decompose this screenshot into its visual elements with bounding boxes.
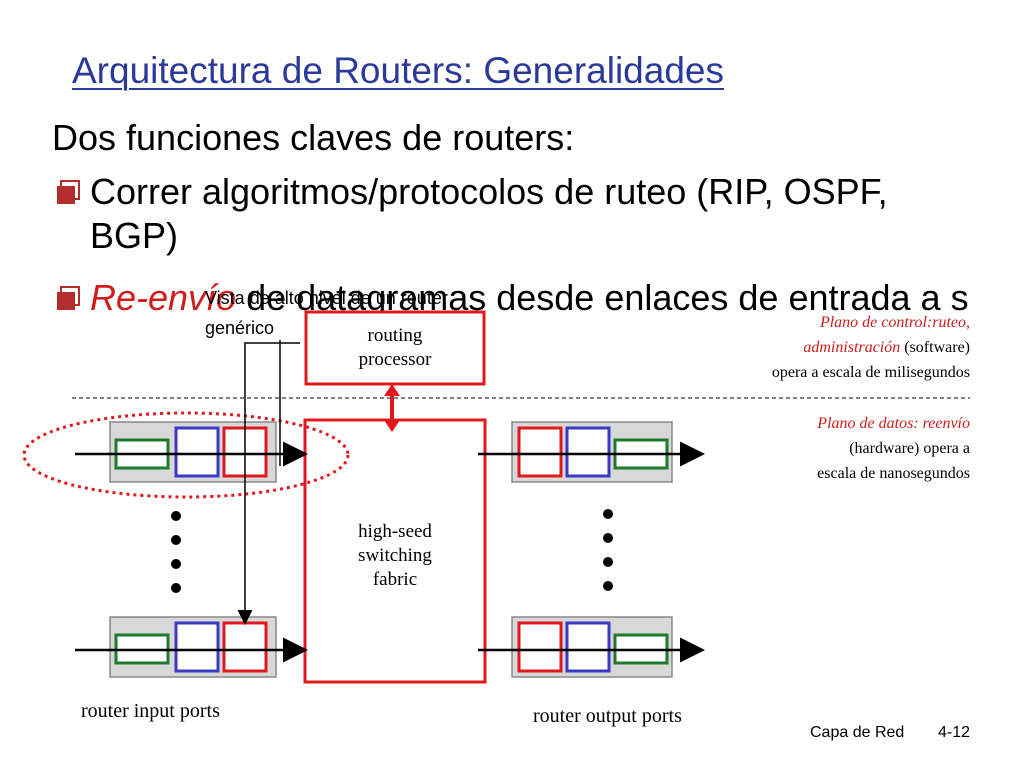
output-ports-label: router output ports: [533, 705, 682, 727]
switching-fabric-box: [303, 418, 487, 684]
footer-page-number: 4-12: [938, 724, 971, 741]
input-port-top: [75, 421, 308, 483]
routing-processor-box: [304, 310, 486, 386]
bullet-icon: [57, 180, 80, 204]
callout-pointer-line: [237, 342, 300, 625]
input-ellipsis-dots: [171, 511, 181, 593]
bullet-italic-term: Re-envío: [90, 277, 237, 318]
intro-text: Dos funciones claves de routers:: [52, 117, 575, 158]
highlight-ellipse: [22, 411, 350, 499]
switching-fabric-label: high-seed switching fabric: [358, 521, 432, 590]
data-plane-note: Plano de datos: reenvío (hardware) opera…: [817, 415, 970, 482]
slide-title: Arquitectura de Routers: Generalidades: [72, 50, 724, 91]
callout-line: Vista de alto nivel de un router: [205, 288, 448, 308]
routing-processor-label: routing processor: [358, 325, 432, 370]
output-port-top: [478, 421, 705, 483]
bullet-item: Correr algoritmos/protocolos de ruteo (R…: [90, 171, 888, 256]
input-ports-label: router input ports: [81, 700, 220, 722]
router-view-callout: Vista de alto nivel de un router genéric…: [205, 283, 565, 343]
control-plane-note: Plano de control:ruteo, administración (…: [771, 314, 970, 381]
input-port-bottom: [75, 616, 308, 678]
callout-line: genérico: [205, 318, 275, 338]
output-ellipsis-dots: [603, 509, 613, 591]
bullet-icon: [57, 286, 80, 310]
footer-section: Capa de Red: [810, 724, 905, 741]
output-port-bottom: [478, 616, 705, 678]
